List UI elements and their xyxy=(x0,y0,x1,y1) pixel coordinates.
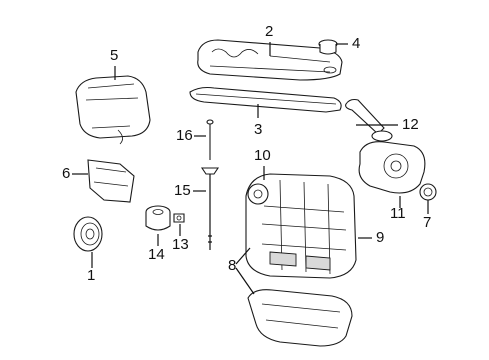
dipstick-tube xyxy=(206,119,214,160)
leader-lines xyxy=(72,42,429,295)
callout-15: 15 xyxy=(174,182,191,199)
callout-14: 14 xyxy=(148,246,165,263)
crankshaft-pulley xyxy=(73,216,103,252)
callout-7: 7 xyxy=(423,214,432,231)
callout-5: 5 xyxy=(110,47,119,64)
upper-cover xyxy=(197,39,343,81)
callout-8: 8 xyxy=(228,257,237,274)
oil-pan xyxy=(247,289,353,347)
callout-12: 12 xyxy=(402,116,419,133)
oil-filter xyxy=(145,205,171,231)
callout-6: 6 xyxy=(62,165,71,182)
callout-11: 11 xyxy=(390,205,406,222)
callout-9: 9 xyxy=(376,229,385,246)
callout-3: 3 xyxy=(254,121,263,138)
oil-pump xyxy=(358,141,426,194)
drain-plug xyxy=(173,213,185,223)
callout-10: 10 xyxy=(254,147,271,164)
block-assembly xyxy=(245,173,357,279)
valve-cover-gasket xyxy=(189,86,342,113)
callout-4: 4 xyxy=(352,35,361,52)
mount-bracket xyxy=(87,159,135,203)
front-seal xyxy=(419,183,437,201)
oil-filler-cap xyxy=(318,39,338,55)
timing-cover xyxy=(75,75,151,145)
callout-1: 1 xyxy=(87,267,96,284)
callout-2: 2 xyxy=(265,23,274,40)
oil-pickup-tube xyxy=(345,98,393,142)
callout-13: 13 xyxy=(172,236,189,253)
callout-16: 16 xyxy=(176,127,193,144)
dipstick xyxy=(200,167,220,250)
